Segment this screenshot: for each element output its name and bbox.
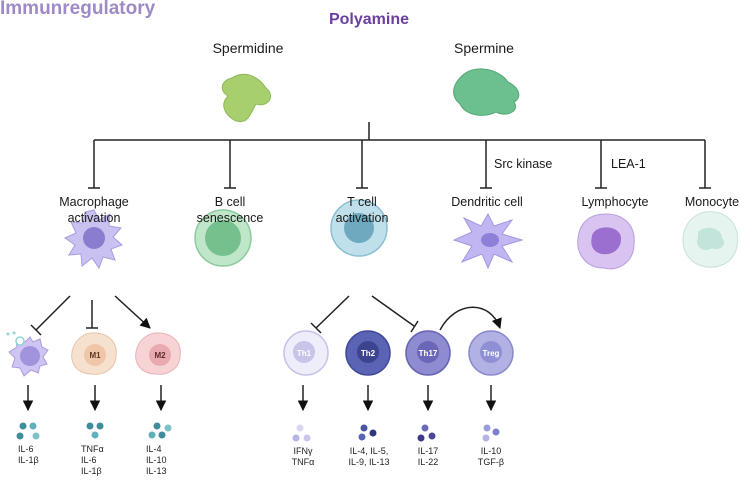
th17-label: Th17 — [418, 349, 438, 358]
t-cell-icon — [330, 199, 388, 257]
target-label-macrophage: Macrophage activation — [59, 195, 129, 225]
lymphocyte-cell-icon — [577, 213, 635, 270]
target-label-lymphocyte: Lymphocyte — [581, 195, 649, 209]
cytokines-th2: IL-4, IL-5, IL-9, IL-13 — [348, 446, 390, 467]
target-label-dendritic: Dendritic cell — [451, 195, 523, 209]
dendritic-cell-icon — [452, 212, 524, 270]
cytokine-arrows — [22, 385, 497, 412]
treg-cell-icon — [468, 330, 514, 376]
cytokines-th1: IFNγ TNFα — [291, 446, 315, 467]
target-label-t-cell: T cell activation — [335, 195, 389, 225]
cytokines-m0: IL-6 IL-1β — [18, 444, 39, 465]
th2-cell-icon — [345, 330, 391, 376]
macrophage-cell-icon — [63, 209, 123, 270]
th1-label: Th1 — [296, 349, 312, 358]
target-label-monocyte: Monocyte — [684, 195, 740, 209]
t-cell-subtype-connectors — [310, 295, 502, 334]
macrophage-m2-cell-icon — [135, 332, 181, 375]
cytokine-molecule-icons — [16, 422, 500, 442]
spermidine-molecule-icon — [221, 73, 271, 122]
m1-label: M1 — [89, 351, 101, 360]
macrophage-subtype-connectors — [30, 295, 151, 336]
spermidine-label: Spermidine — [212, 40, 284, 56]
mediator-src-kinase: Src kinase — [494, 157, 553, 171]
treg-label: Treg — [482, 349, 500, 358]
macrophage-m0-cell-icon — [6, 331, 49, 377]
m2-label: M2 — [154, 351, 166, 360]
cytokines-m2: IL-4 IL-10 IL-13 — [146, 444, 167, 476]
th2-label: Th2 — [360, 349, 376, 358]
mediator-lea-1: LEA-1 — [611, 157, 646, 171]
macrophage-m1-cell-icon — [71, 332, 117, 375]
th1-cell-icon — [283, 330, 329, 376]
spermine-label: Spermine — [454, 40, 514, 56]
cytokines-th17: IL-17 IL-22 — [417, 446, 439, 467]
spermine-molecule-icon — [453, 68, 520, 116]
figure-title: Immunregulatory — [0, 0, 156, 19]
inhibition-tree — [88, 122, 711, 189]
target-label-b-cell: B cell senescence — [196, 195, 264, 225]
cytokines-treg: IL-10 TGF-β — [477, 446, 505, 467]
b-cell-icon — [194, 209, 252, 267]
monocyte-cell-icon — [682, 211, 739, 268]
th17-cell-icon — [405, 330, 451, 376]
polyamine-label: Polyamine — [328, 11, 410, 28]
cytokines-m1: TNFα IL-6 IL-1β — [81, 444, 104, 476]
